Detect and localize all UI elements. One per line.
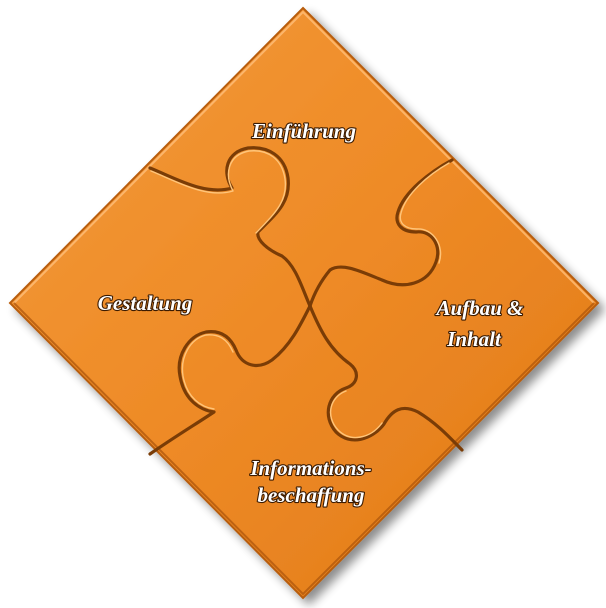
label-aufbau-inhalt-line2: Inhalt — [446, 327, 502, 351]
label-gestaltung: Gestaltung — [98, 291, 193, 315]
label-informations-line1: Informations- — [249, 456, 371, 480]
board-bevel-highlight — [13, 10, 595, 304]
seam-top-right — [308, 158, 454, 308]
seam-top-left — [148, 146, 312, 308]
label-aufbau-inhalt-line1: Aufbau & — [435, 296, 525, 320]
board-bevel-shade — [13, 302, 595, 596]
label-informations-line2: beschaffung — [258, 483, 365, 507]
seam-right-bottom — [308, 304, 464, 452]
seam-left-bottom — [148, 304, 312, 456]
label-einfuehrung: Einführung — [251, 119, 356, 143]
